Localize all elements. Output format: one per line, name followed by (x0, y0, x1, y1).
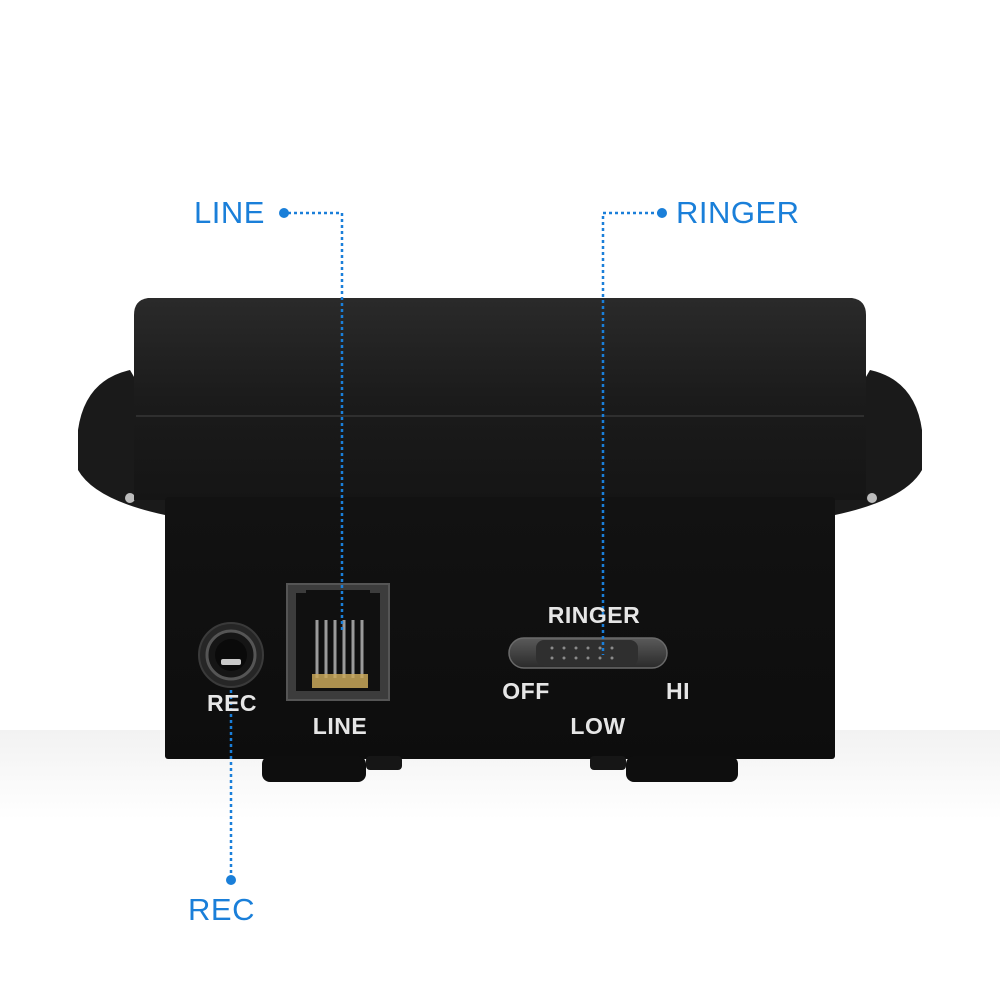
ringer-off-label: OFF (502, 678, 550, 704)
callout-lines (229, 211, 660, 880)
line-jack (286, 583, 390, 701)
rec-callout-dot (226, 875, 236, 885)
right-screw (867, 493, 877, 503)
ringer-low-label: LOW (570, 713, 626, 739)
top-cover (134, 298, 866, 500)
ringer-callout: RINGER (676, 195, 800, 230)
ringer-switch[interactable] (508, 637, 668, 669)
line-callout-dot (279, 208, 289, 218)
rec-callout: REC (188, 892, 255, 927)
ringer-hi-label: HI (666, 678, 690, 704)
ringer-callout-leader (601, 211, 660, 655)
back-panel (165, 497, 835, 759)
left-foot-spacer (366, 756, 402, 770)
left-foot (262, 756, 366, 782)
left-screw (125, 493, 135, 503)
line-callout-leader (288, 211, 344, 632)
right-foot (626, 756, 738, 782)
line-jack-label: LINE (312, 713, 368, 739)
ringer-switch-label: RINGER (547, 602, 641, 628)
callout-dots (226, 208, 667, 885)
rec-jack-label: REC (206, 690, 258, 716)
rec-jack (198, 622, 264, 688)
ringer-callout-dot (657, 208, 667, 218)
right-foot-spacer (590, 756, 626, 770)
line-callout: LINE (194, 195, 265, 230)
